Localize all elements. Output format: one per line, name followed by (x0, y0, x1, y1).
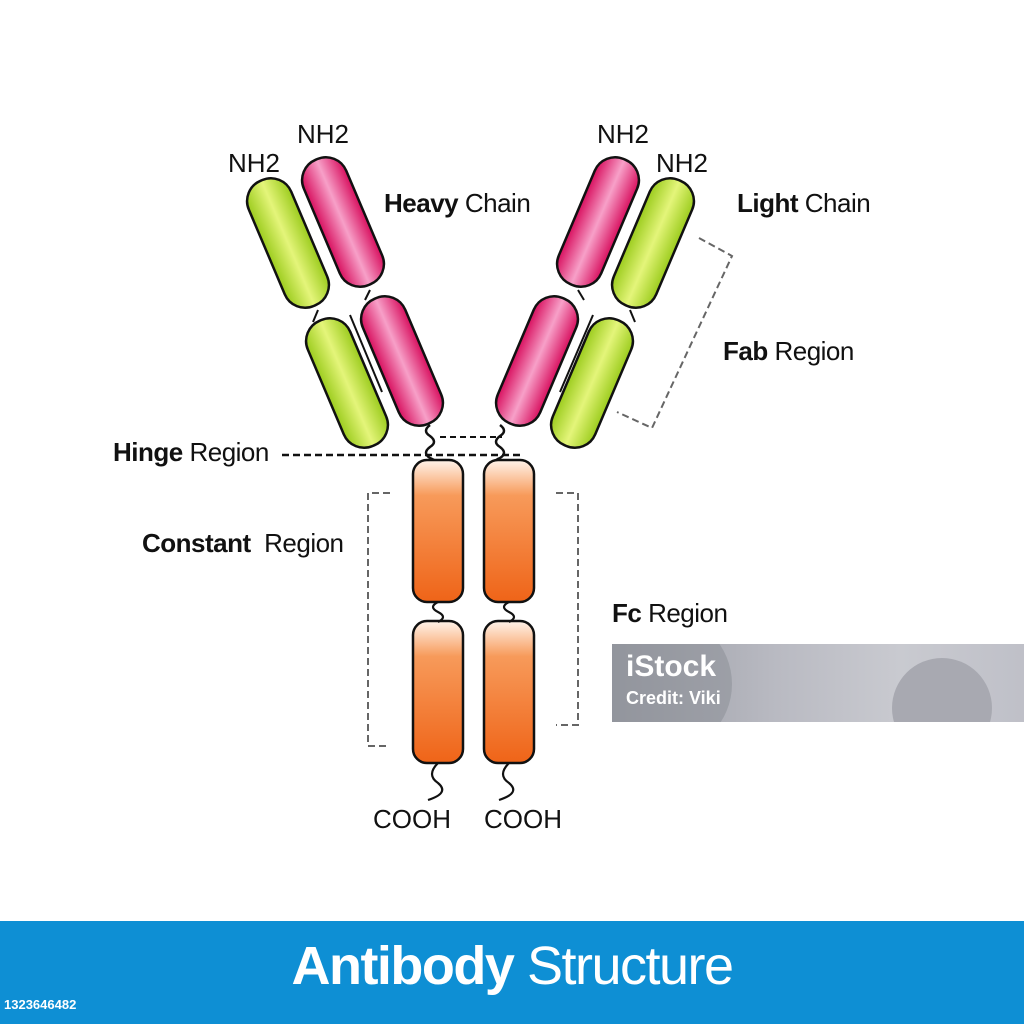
fab-region-label-bold: Fab (723, 336, 768, 366)
right-ch2-domain (482, 458, 536, 604)
heavy-chain-label-bold: Heavy (384, 188, 459, 218)
constant-region-label: Constant Region (142, 528, 344, 559)
image-id: 1323646482 (4, 997, 77, 1012)
light-chain-label: Light Chain (737, 188, 871, 219)
stock-watermark: iStock Credit: Viki (612, 644, 1024, 722)
right-fab-arm (494, 156, 696, 449)
page-title-bold: Antibody (291, 936, 514, 996)
cooh-label-left: COOH (373, 804, 451, 834)
right-light-variable-domain (610, 177, 696, 309)
hinge-region-label-rest: Region (182, 437, 269, 467)
light-chain-label-rest: Chain (798, 188, 871, 218)
constant-region-bracket (367, 492, 390, 747)
fc-region-bracket (556, 492, 579, 726)
left-light-variable-domain (245, 177, 331, 309)
fc-linkers (427, 601, 516, 802)
fc-region-label-rest: Region (641, 598, 728, 628)
fab-region-label: Fab Region (723, 336, 854, 367)
watermark-shape (612, 644, 732, 722)
light-chain-label-bold: Light (737, 188, 799, 218)
heavy-chain-label-rest: Chain (458, 188, 531, 218)
right-heavy-variable-domain (555, 156, 641, 288)
antibody-diagram (245, 156, 734, 802)
fc-stem (411, 458, 536, 765)
watermark-shape (892, 658, 992, 722)
left-heavy-variable-domain (300, 156, 386, 288)
constant-region-label-bold: Constant (142, 528, 251, 558)
left-ch2-domain (411, 458, 465, 604)
nh2-label-left-inner: NH2 (297, 119, 350, 149)
left-light-constant-domain (304, 317, 390, 449)
fc-region-label: Fc Region (612, 598, 728, 629)
left-heavy-constant-domain (359, 295, 445, 427)
heavy-chain-label: Heavy Chain (384, 188, 531, 219)
title-band (0, 921, 1024, 1024)
nh2-label-right-inner: NH2 (597, 119, 650, 149)
fab-region-bracket (616, 237, 734, 430)
page-title: Antibody Structure (0, 935, 1024, 997)
hinge-region-label-bold: Hinge (113, 437, 183, 467)
fc-region-label-bold: Fc (612, 598, 642, 628)
right-ch3-domain (482, 619, 536, 765)
constant-region-label-rest: Region (250, 528, 344, 558)
watermark-logo: iStock (626, 650, 717, 683)
watermark-credit: Credit: Viki (626, 688, 721, 708)
nh2-label-left-outer: NH2 (228, 148, 281, 178)
right-heavy-constant-domain (494, 295, 580, 427)
hinge-region-label: Hinge Region (113, 437, 269, 468)
page-title-rest: Structure (513, 936, 734, 996)
cooh-label-right: COOH (484, 804, 562, 834)
region-brackets (367, 237, 734, 747)
domain-linkers (312, 289, 636, 393)
left-ch3-domain (411, 619, 465, 765)
right-light-constant-domain (549, 317, 635, 449)
left-fab-arm (245, 156, 445, 449)
fab-region-label-rest: Region (767, 336, 854, 366)
nh2-label-right-outer: NH2 (656, 148, 709, 178)
